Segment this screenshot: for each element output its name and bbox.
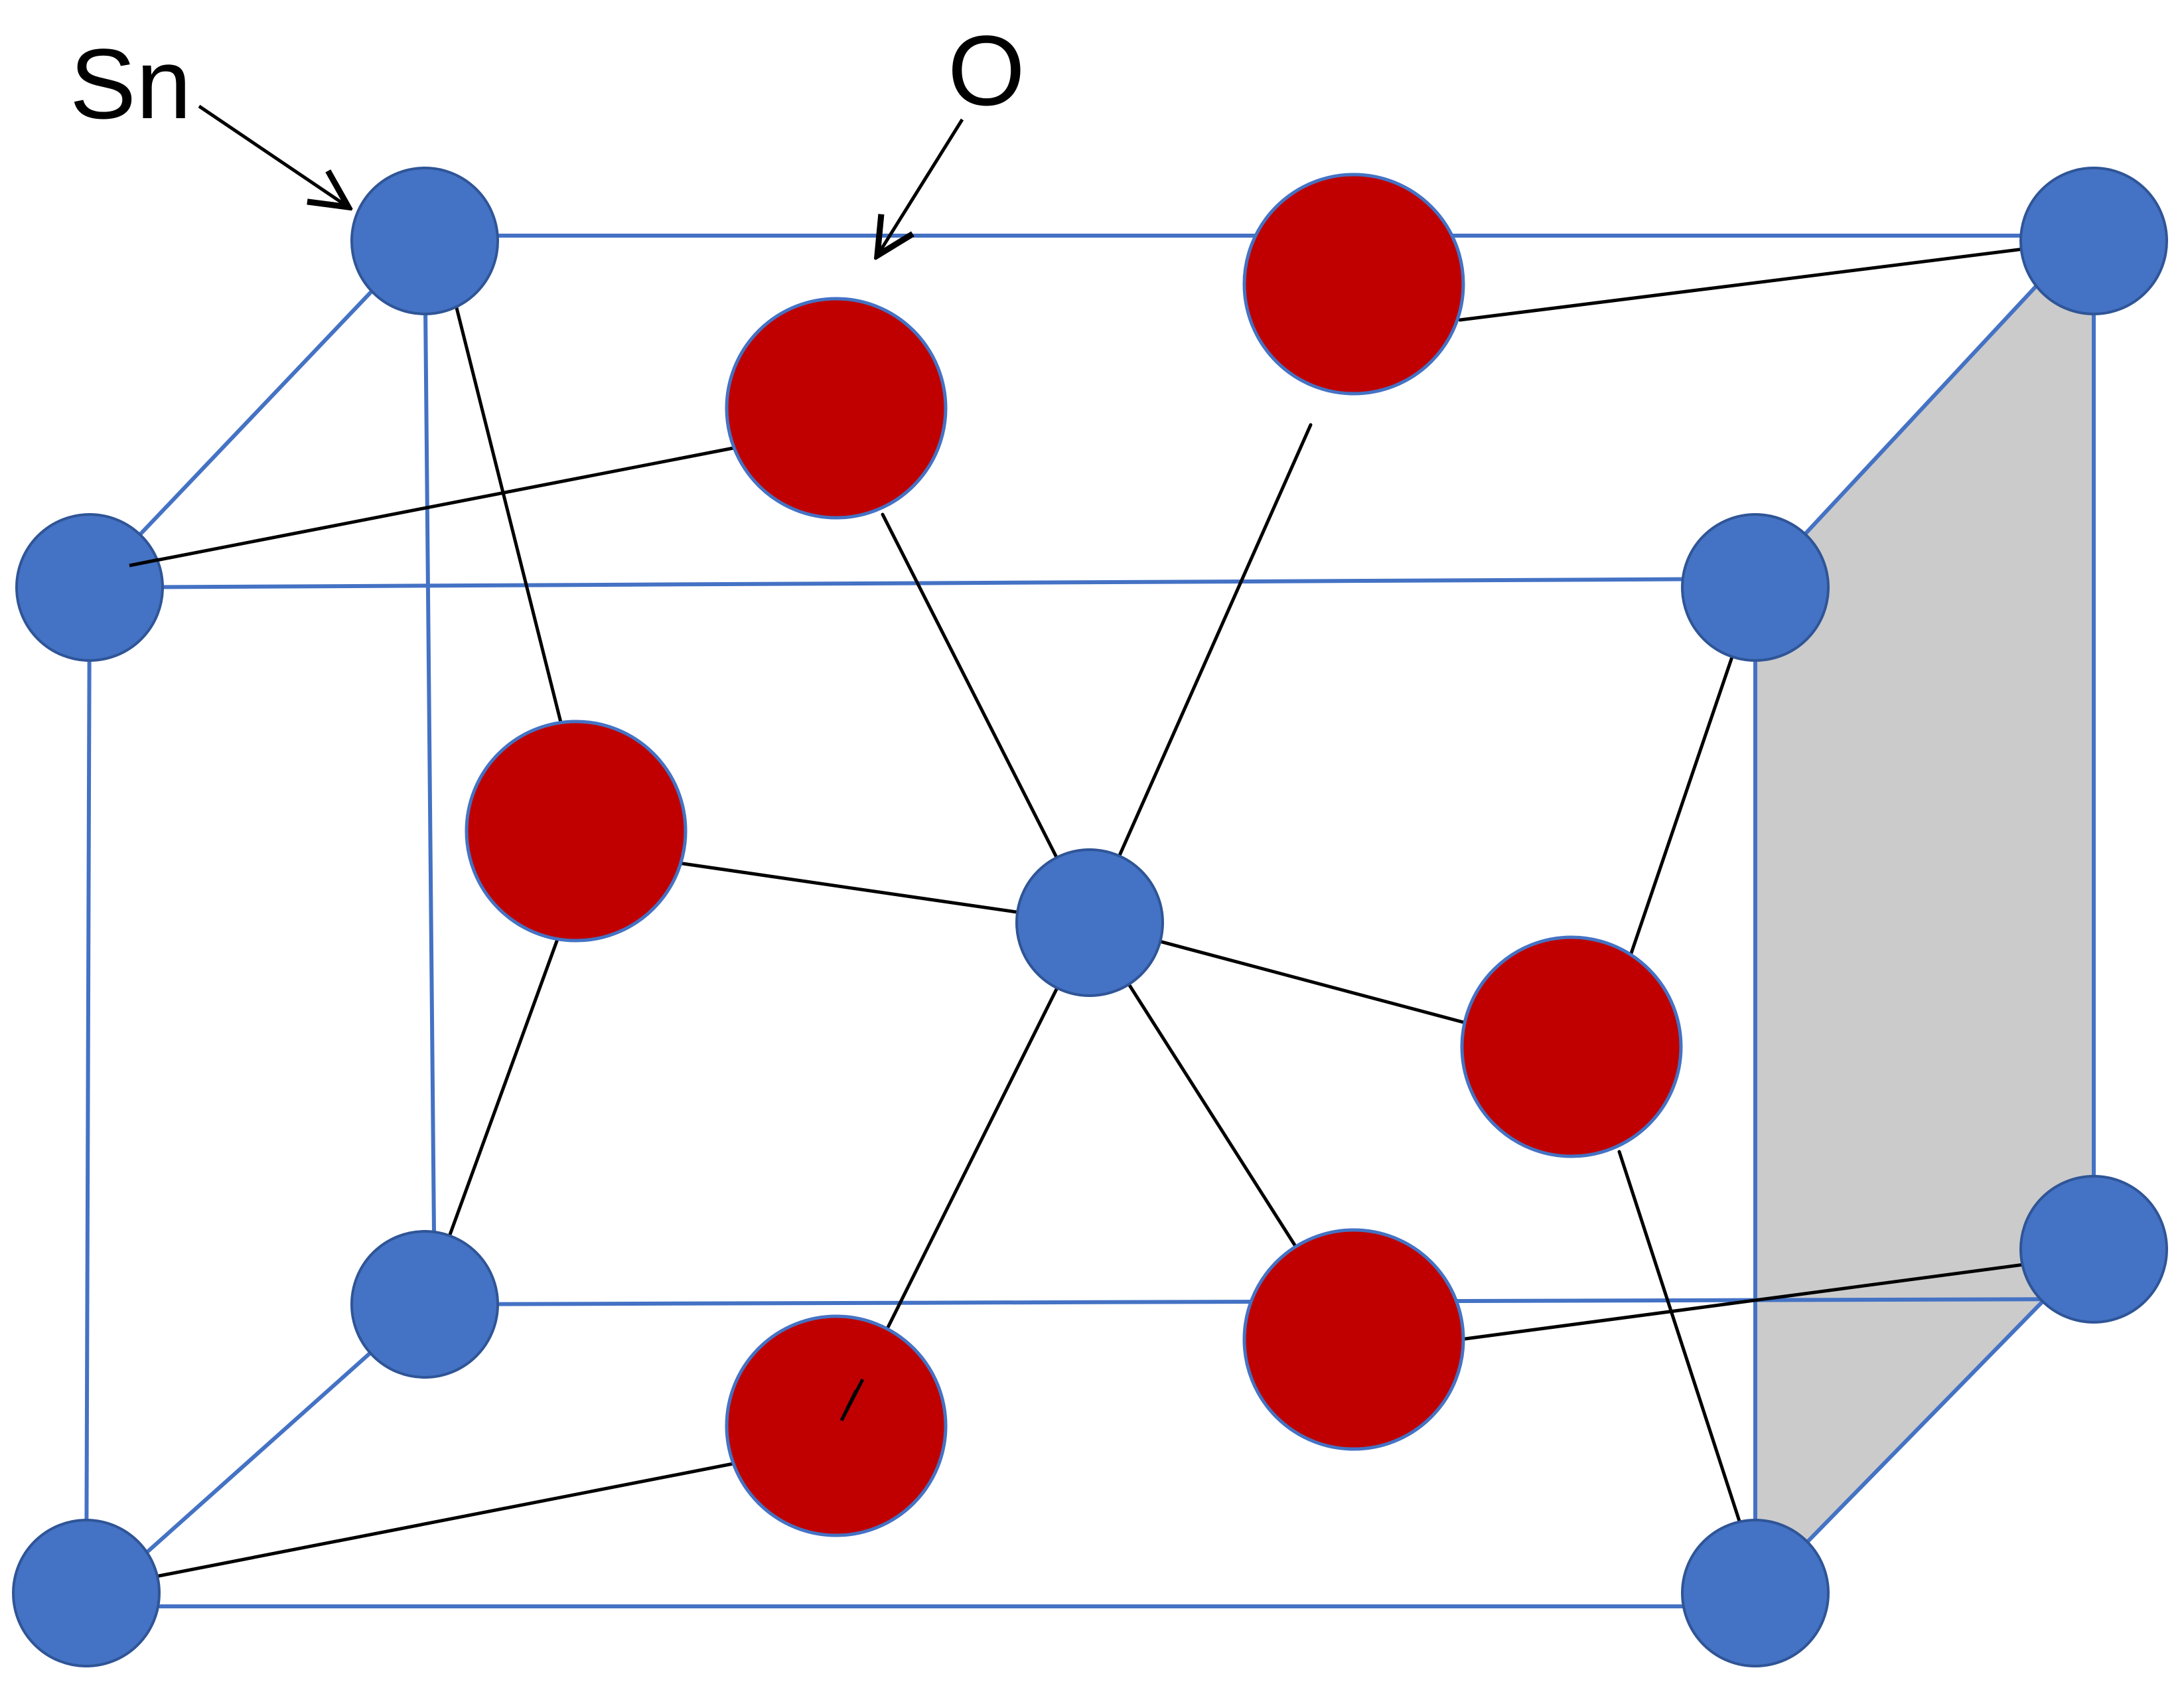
bond [127, 446, 735, 568]
sn-arrow [198, 104, 348, 207]
bond [1617, 1150, 1754, 1562]
bond [1458, 1263, 2026, 1342]
tin-atom [2019, 167, 2168, 315]
sn-label: Sn [70, 28, 191, 139]
tin-atom [12, 1519, 161, 1667]
bond-endcap [839, 1378, 865, 1422]
cell-edge [1753, 1247, 2096, 1597]
cell-edge [84, 587, 92, 1607]
oxygen-atom [465, 720, 688, 943]
tin-atoms [12, 167, 2168, 1667]
bond [1627, 645, 1737, 961]
bond [448, 937, 559, 1237]
sn-o-bonds [127, 247, 2026, 1578]
tin-atom [1681, 1519, 1830, 1667]
cell-edge [89, 577, 1756, 589]
cell-edge [88, 234, 427, 589]
bond [1458, 247, 2026, 322]
oxygen-atoms [465, 173, 1683, 1537]
oxygen-atom [725, 297, 948, 520]
oxygen-atom [1242, 1228, 1465, 1451]
o-label: O [948, 15, 1025, 126]
bond [881, 512, 1092, 925]
shaded-face [1755, 224, 2094, 1595]
oxygen-atom [1242, 173, 1465, 396]
oxygen-atom [725, 1314, 948, 1537]
tin-atom [350, 1230, 499, 1379]
o-arrow [877, 118, 964, 256]
oxygen-atom [1460, 935, 1683, 1158]
cell-edge [423, 235, 437, 1305]
atom-labels: Sn O [70, 15, 1025, 256]
tin-atom [2019, 1175, 2168, 1324]
tin-atom [350, 167, 499, 315]
bond [154, 1462, 735, 1578]
tin-atom [1015, 848, 1164, 997]
bond-endcaps [129, 558, 865, 1422]
bond [444, 264, 563, 724]
tin-atom [1681, 513, 1830, 662]
tin-atom [15, 513, 164, 662]
bond-endcap [129, 558, 160, 568]
bond [1088, 423, 1313, 925]
